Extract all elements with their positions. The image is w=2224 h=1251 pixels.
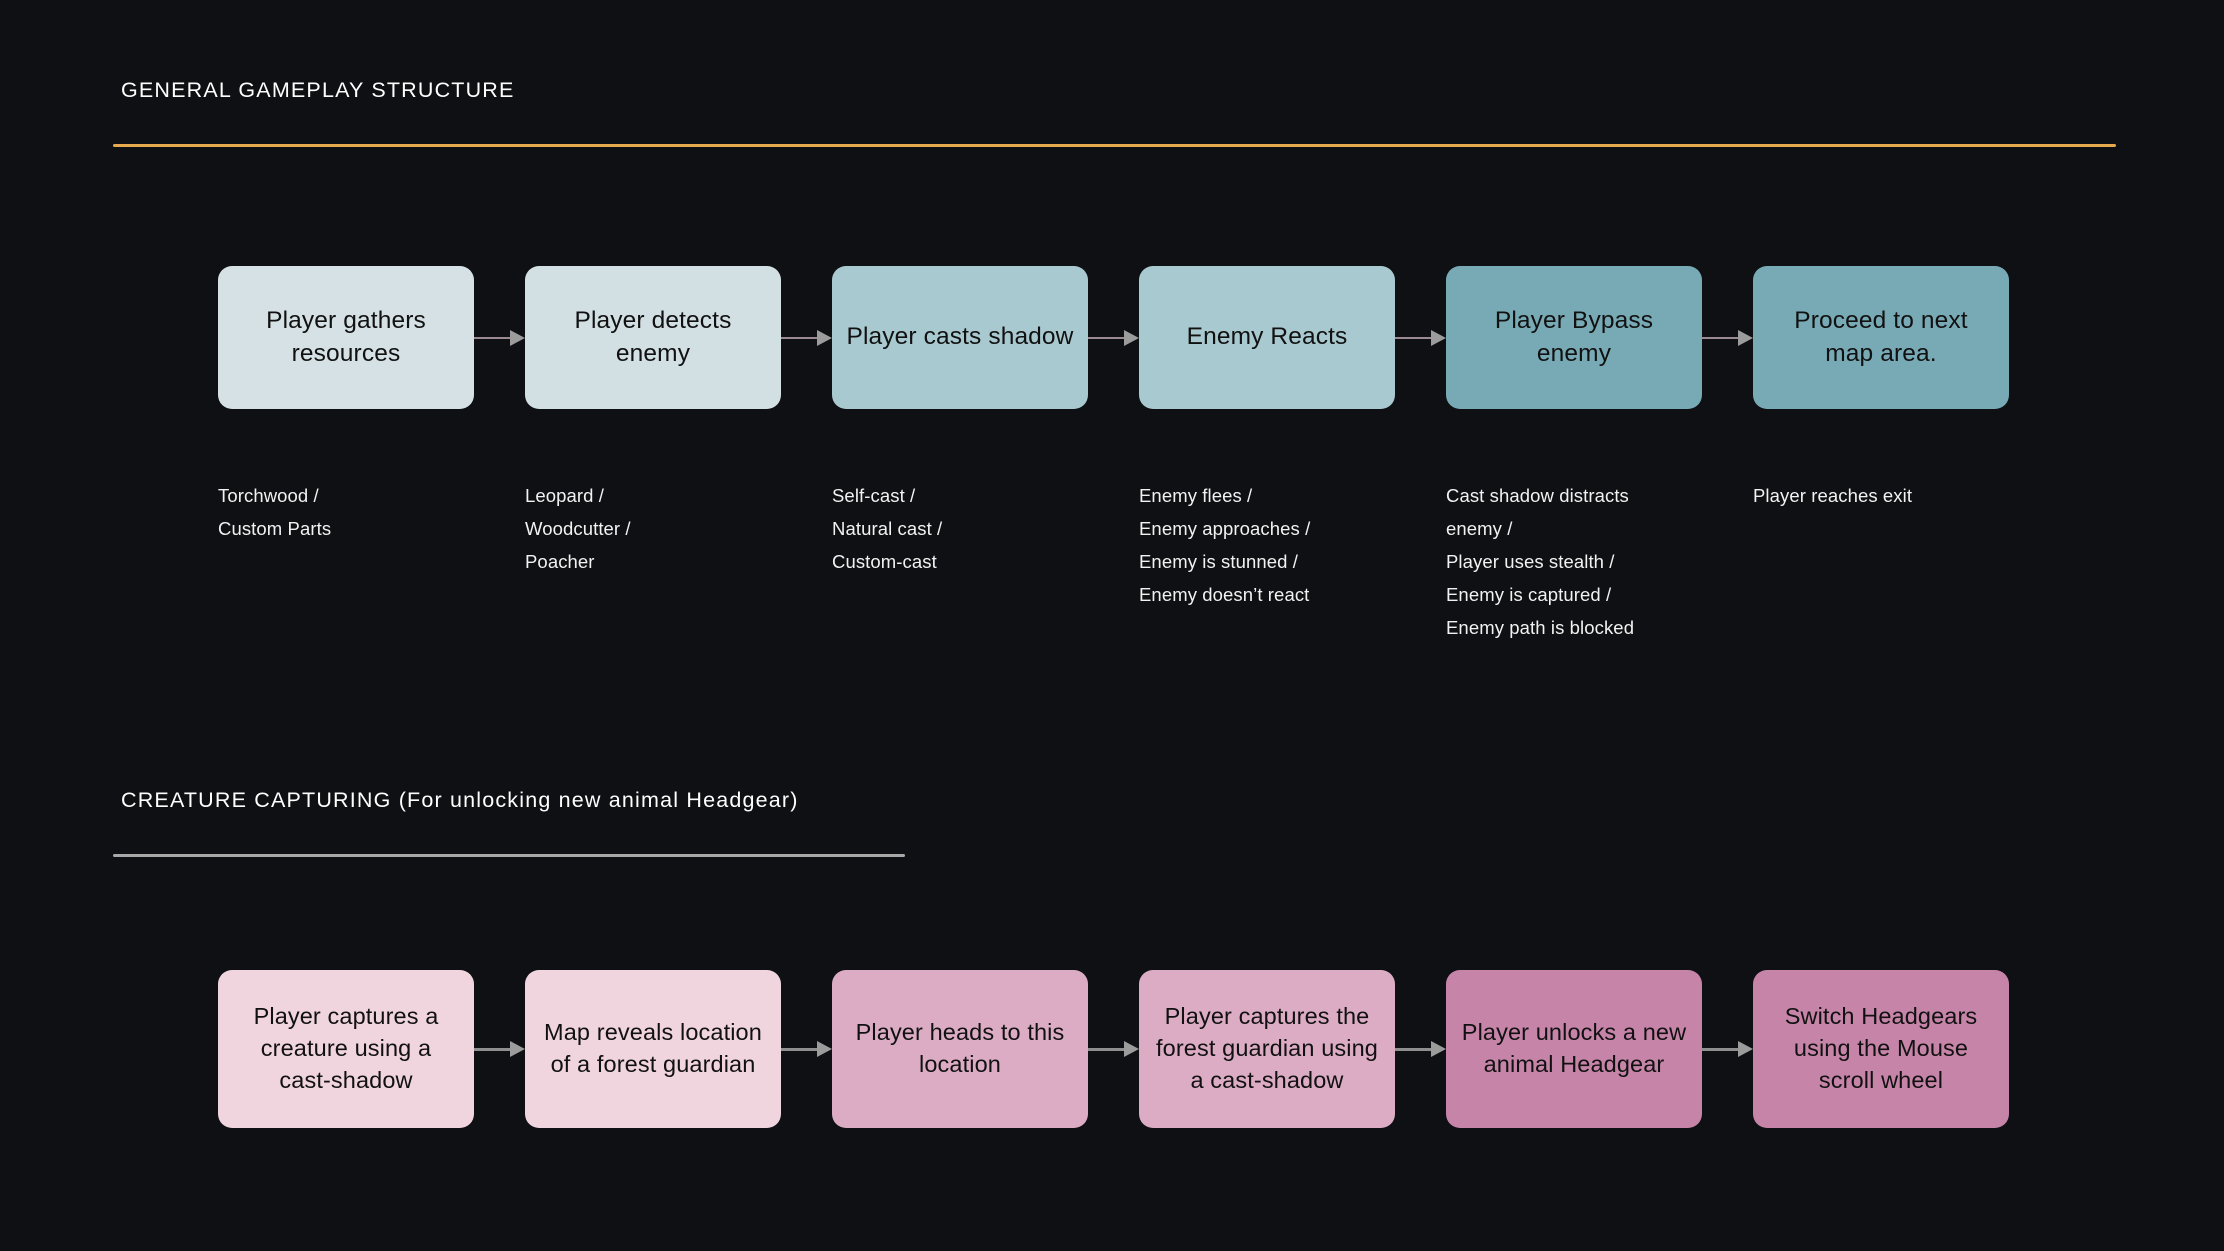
arrow-right-icon [474,1040,525,1058]
caption-line: Player reaches exit [1753,485,1913,506]
section-title-gameplay: GENERAL GAMEPLAY STRUCTURE [121,78,515,102]
flow-node-player-unlocks-headgear[interactable]: Player unlocks a new animal Headgear [1446,970,1702,1128]
caption-line: Woodcutter / [525,517,631,539]
caption-line: Custom Parts [218,517,332,539]
caption-line: Torchwood / [218,485,319,506]
arrow-right-icon [1088,329,1139,347]
flow-node-player-heads-to-location[interactable]: Player heads to this location [832,970,1088,1128]
caption-band-gameplay: Torchwood / Custom Parts Leopard / Woodc… [218,480,2060,645]
caption-column-cast-shadow: Self-cast / Natural cast / Custom-cast [832,480,1139,645]
arrow-head [817,329,832,346]
section-divider-gameplay [113,144,2116,147]
arrow-right-icon [1395,1040,1446,1058]
caption-line: Self-cast / [832,485,916,506]
caption-line: Player uses stealth / [1446,550,1615,572]
arrow-head [1124,1041,1139,1057]
arrow-right-icon [1702,1040,1753,1058]
arrow-right-icon [1088,1040,1139,1058]
flow-node-player-casts-shadow[interactable]: Player casts shadow [832,266,1088,409]
flowchart-creature-capturing: Player captures a creature using a cast-… [218,970,2009,1128]
caption-line: Custom-cast [832,550,937,572]
arrow-right-icon [781,329,832,347]
caption-line: Poacher [525,550,595,572]
arrow-head [1431,1041,1446,1057]
flow-node-player-captures-a-creature[interactable]: Player captures a creature using a cast-… [218,970,474,1128]
arrow-shaft [474,336,512,339]
arrow-shaft [1702,1048,1740,1051]
flowchart-gameplay: Player gathers resources Player detects … [218,266,2009,409]
arrow-right-icon [1395,329,1446,347]
caption-column-bypass-enemy: Cast shadow distracts enemy / Player use… [1446,480,1753,645]
caption-line: enemy / [1446,517,1513,539]
flow-node-enemy-reacts[interactable]: Enemy Reacts [1139,266,1395,409]
arrow-right-icon [781,1040,832,1058]
caption-line: Enemy is stunned / [1139,550,1298,572]
arrow-head [510,1041,525,1057]
caption-line: Enemy is captured / [1446,583,1612,605]
arrow-shaft [1395,336,1433,339]
arrow-shaft [781,1048,819,1051]
arrow-right-icon [474,329,525,347]
section-title-creature-capturing: CREATURE CAPTURING (For unlocking new an… [121,788,799,812]
arrow-shaft [1088,336,1126,339]
flow-node-player-detects-enemy[interactable]: Player detects enemy [525,266,781,409]
caption-column-next-map-area: Player reaches exit [1753,480,2060,645]
flow-node-player-bypass-enemy[interactable]: Player Bypass enemy [1446,266,1702,409]
section-divider-creature-capturing [113,854,905,857]
caption-line: Enemy path is blocked [1446,616,1635,638]
caption-line: Natural cast / [832,517,943,539]
flow-node-map-reveals-location[interactable]: Map reveals location of a forest guardia… [525,970,781,1128]
flow-node-switch-headgears[interactable]: Switch Headgears using the Mouse scroll … [1753,970,2009,1128]
arrow-shaft [1702,336,1740,339]
arrow-head [510,329,525,346]
caption-line: Leopard / [525,485,605,506]
arrow-head [1738,1041,1753,1057]
caption-line: Cast shadow distracts [1446,485,1629,506]
caption-column-resources: Torchwood / Custom Parts [218,480,525,645]
flow-node-proceed-to-next-map-area[interactable]: Proceed to next map area. [1753,266,2009,409]
flow-node-player-gathers-resources[interactable]: Player gathers resources [218,266,474,409]
arrow-head [817,1041,832,1057]
caption-line: Enemy doesn’t react [1139,583,1310,605]
caption-column-detect-enemy: Leopard / Woodcutter / Poacher [525,480,832,645]
caption-line: Enemy approaches / [1139,517,1311,539]
arrow-shaft [1088,1048,1126,1051]
arrow-head [1738,329,1753,346]
arrow-shaft [1395,1048,1433,1051]
flow-node-player-captures-forest-guardian[interactable]: Player captures the forest guardian usin… [1139,970,1395,1128]
caption-column-enemy-reacts: Enemy flees / Enemy approaches / Enemy i… [1139,480,1446,645]
arrow-head [1124,329,1139,346]
arrow-shaft [781,336,819,339]
arrow-shaft [474,1048,512,1051]
arrow-head [1431,329,1446,346]
caption-line: Enemy flees / [1139,485,1253,506]
arrow-right-icon [1702,329,1753,347]
